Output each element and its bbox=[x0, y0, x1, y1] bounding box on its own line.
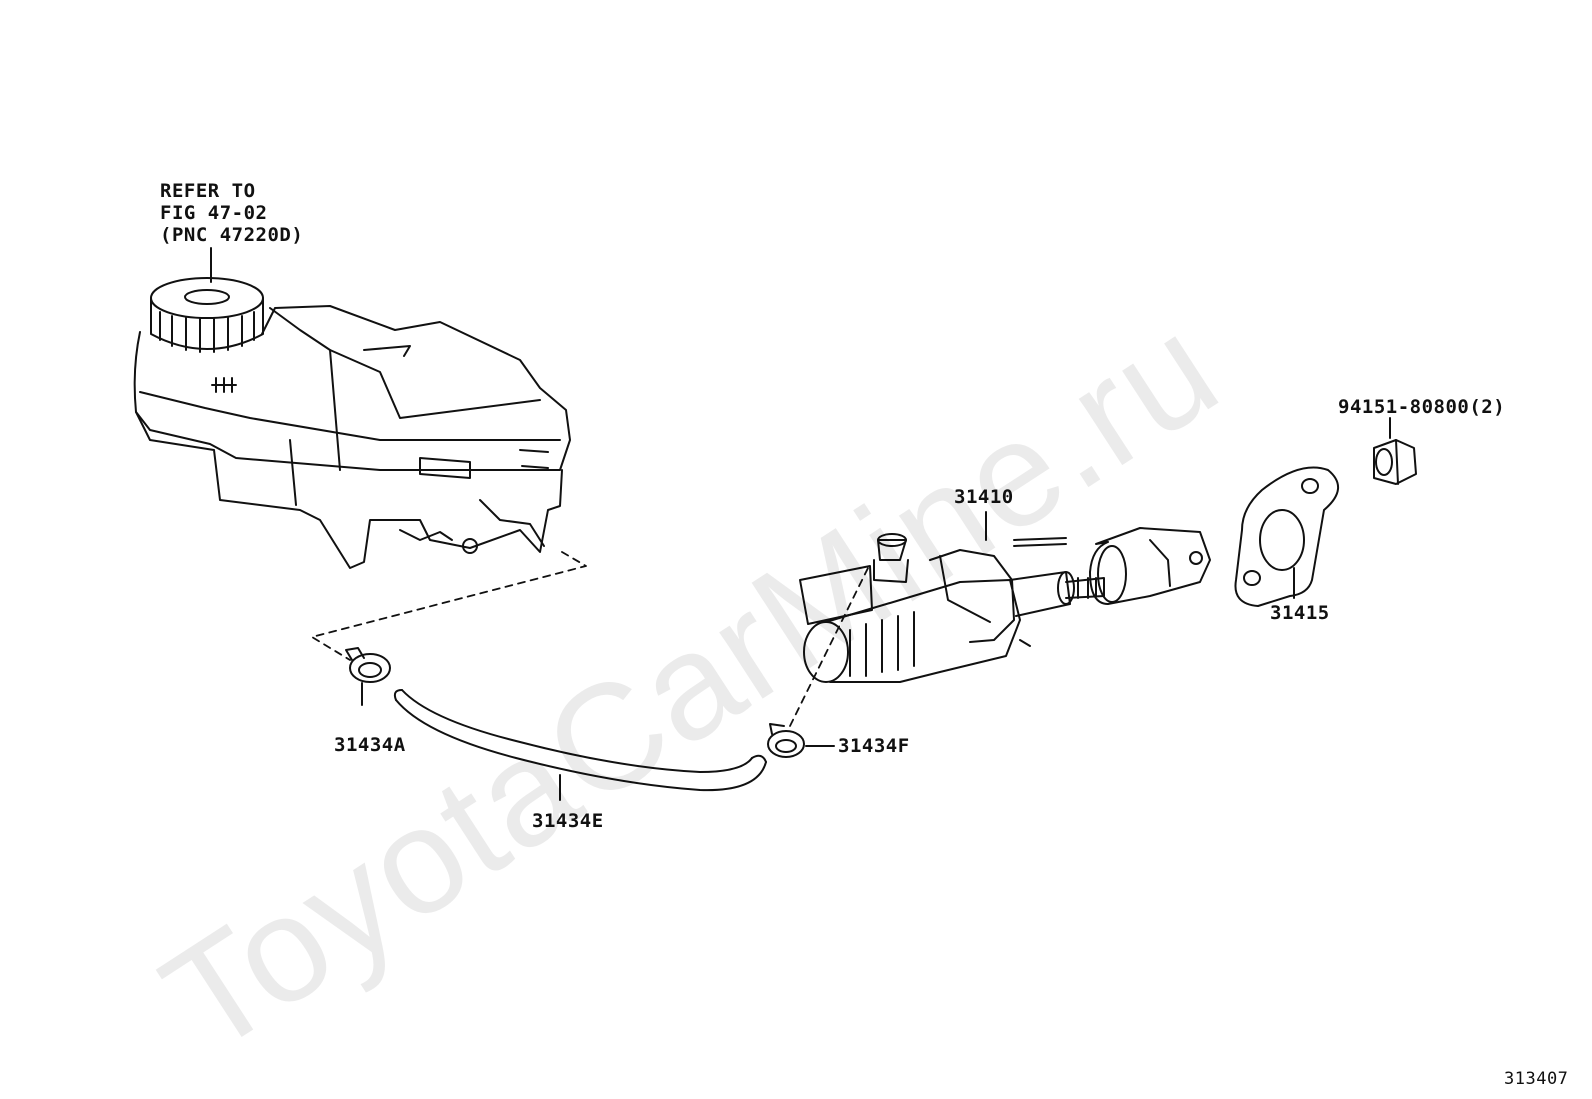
reference-note-line1: REFER TO bbox=[160, 180, 256, 202]
callout-31434f: 31434F bbox=[838, 735, 910, 757]
callout-94151-80800: 94151-80800(2) bbox=[1338, 396, 1506, 418]
hose-clip-a bbox=[345, 647, 391, 706]
figure-code: 313407 bbox=[1504, 1069, 1569, 1089]
callout-31434a: 31434A bbox=[334, 734, 406, 756]
callout-31410: 31410 bbox=[954, 486, 1014, 508]
clutch-master-cylinder bbox=[799, 511, 1211, 683]
reference-note-line2: FIG 47-02 bbox=[160, 202, 268, 224]
callout-31434e: 31434E bbox=[532, 810, 604, 832]
hose-clip-f bbox=[767, 723, 835, 758]
dashed-connector-reservoir bbox=[311, 551, 587, 661]
dashed-connector-cylinder bbox=[789, 567, 869, 727]
callout-31415: 31415 bbox=[1270, 602, 1330, 624]
gasket bbox=[1234, 466, 1339, 607]
reference-note-line3: (PNC 47220D) bbox=[160, 224, 304, 246]
brake-fluid-reservoir bbox=[133, 247, 571, 569]
nut bbox=[1373, 417, 1417, 485]
hose bbox=[393, 689, 767, 801]
